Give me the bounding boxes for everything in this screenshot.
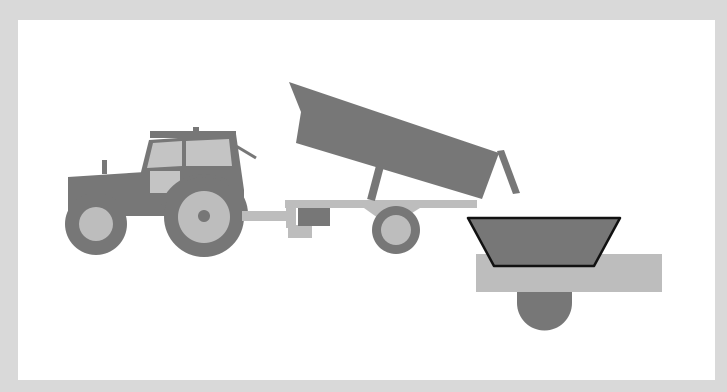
- trailer-hydraulic-ram: [371, 166, 380, 200]
- trailer-tailgate: [497, 150, 520, 194]
- receiving-hopper: [468, 218, 662, 331]
- hopper-body: [468, 218, 620, 266]
- tractor-exhaust: [102, 160, 107, 174]
- tractor: [65, 127, 256, 257]
- tractor-cab-window-rear: [186, 139, 232, 166]
- trailer-wheel-rim: [381, 215, 411, 245]
- tractor-rear-hub: [198, 210, 210, 222]
- trailer-chassis: [285, 200, 477, 208]
- trailer-frame-block: [298, 206, 330, 226]
- hopper-wheel: [517, 292, 572, 331]
- tractor-beacon: [193, 127, 199, 132]
- tractor-front-hub: [79, 207, 113, 241]
- drawbar-beam: [242, 211, 286, 221]
- trailer-tipped-body: [289, 82, 499, 199]
- drawbar: [242, 205, 330, 238]
- tractor-cab-roof: [150, 131, 236, 138]
